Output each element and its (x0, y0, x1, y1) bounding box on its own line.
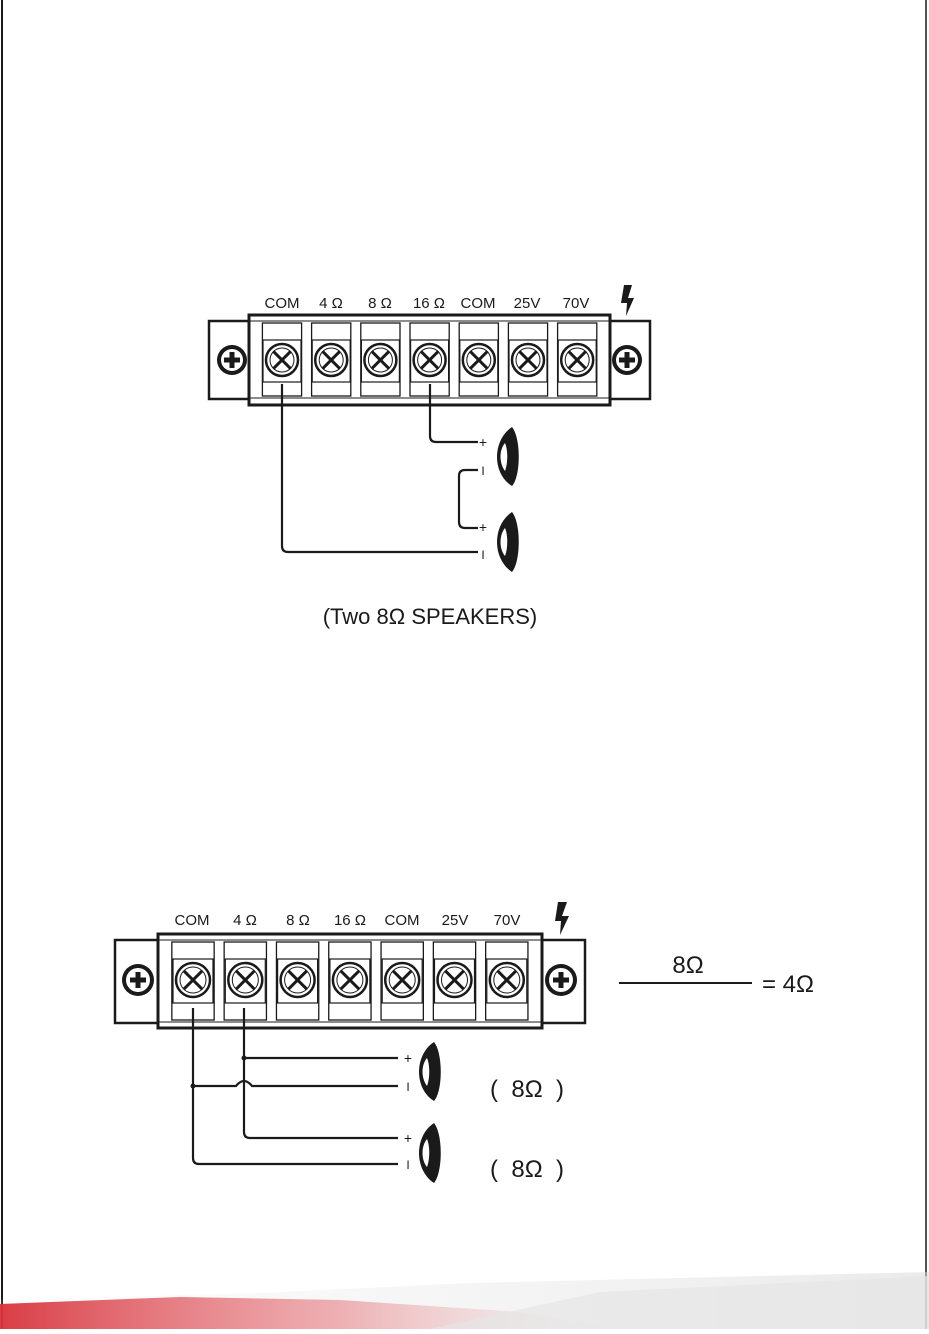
terminal-label-com-2: COM (385, 912, 420, 929)
terminal-strip (115, 934, 585, 1028)
terminal-screw-icon (490, 963, 524, 997)
mounting-screw-right (612, 345, 642, 375)
plus-label: + (479, 434, 487, 450)
mounting-screw-left (217, 345, 247, 375)
wire-com-branch (193, 1081, 398, 1086)
speaker-icon (419, 1123, 441, 1183)
terminal-screw-icon (333, 963, 367, 997)
plus-label: + (404, 1050, 412, 1066)
plus-label: + (404, 1130, 412, 1146)
diagram-two-speakers-series: COM 4 Ω 8 Ω 16 Ω COM 25V 70V (209, 285, 650, 629)
terminal-screw-icon (463, 344, 495, 376)
wire-series-link (459, 470, 478, 528)
terminal-label-com: COM (175, 912, 210, 929)
junction-dot (242, 1056, 247, 1061)
terminal-label-8ohm: 8 Ω (286, 912, 310, 929)
minus-label: I (481, 464, 484, 478)
minus-label: I (406, 1080, 409, 1094)
wiring (193, 1008, 398, 1164)
wire-com (282, 384, 478, 552)
formula-numerator: 8Ω (672, 952, 703, 979)
diagram-two-speakers-parallel: COM 4 Ω 8 Ω 16 Ω COM 25V 70V (115, 902, 814, 1183)
speaker-icon (497, 427, 519, 486)
terminal-label-8ohm: 8 Ω (368, 295, 392, 312)
mounting-screw-left (122, 964, 154, 996)
terminal-label-70v: 70V (494, 912, 521, 929)
terminal-screw-icon (176, 963, 210, 997)
minus-label: I (481, 548, 484, 562)
minus-label: I (406, 1158, 409, 1172)
terminal-screw-icon (281, 963, 315, 997)
footer-decoration (0, 1272, 929, 1329)
terminal-label-com: COM (265, 295, 300, 312)
terminal-label-16ohm: 16 Ω (413, 295, 445, 312)
terminal-screw-icon (438, 963, 472, 997)
terminal-label-4ohm: 4 Ω (233, 912, 257, 929)
terminal-screw-icon (364, 344, 396, 376)
speaker2-impedance-label: ( 8Ω ) (490, 1156, 564, 1183)
terminal-label-com-2: COM (461, 295, 496, 312)
terminal-label-16ohm: 16 Ω (334, 912, 366, 929)
terminal-labels: COM 4 Ω 8 Ω 16 Ω COM 25V 70V (175, 912, 521, 929)
terminal-label-25v: 25V (514, 295, 541, 312)
wiring (282, 384, 478, 552)
terminal-label-70v: 70V (563, 295, 590, 312)
terminal-screw-icon (385, 963, 419, 997)
terminal-screw-icon (315, 344, 347, 376)
impedance-formula: 8Ω = 4Ω (619, 952, 814, 998)
terminal-screw-icon (512, 344, 544, 376)
speaker-icon (419, 1042, 441, 1101)
terminal-label-25v: 25V (442, 912, 469, 929)
formula-result: = 4Ω (762, 971, 814, 998)
wire-4ohm-branch (244, 1058, 398, 1138)
terminal-screw-icon (228, 963, 262, 997)
junction-dot (191, 1084, 196, 1089)
speaker-icon (497, 512, 519, 572)
lightning-bolt-icon (555, 902, 569, 935)
plus-label: + (479, 519, 487, 535)
mounting-screw-right (545, 964, 577, 996)
lightning-bolt-icon (621, 285, 634, 316)
terminal-label-4ohm: 4 Ω (319, 295, 343, 312)
terminal-screw-icon (266, 344, 298, 376)
diagram-caption: (Two 8Ω SPEAKERS) (323, 604, 538, 629)
terminal-screw-icon (561, 344, 593, 376)
terminal-screw-icon (414, 344, 446, 376)
speaker1-impedance-label: ( 8Ω ) (490, 1076, 564, 1103)
terminal-labels: COM 4 Ω 8 Ω 16 Ω COM 25V 70V (265, 295, 590, 312)
